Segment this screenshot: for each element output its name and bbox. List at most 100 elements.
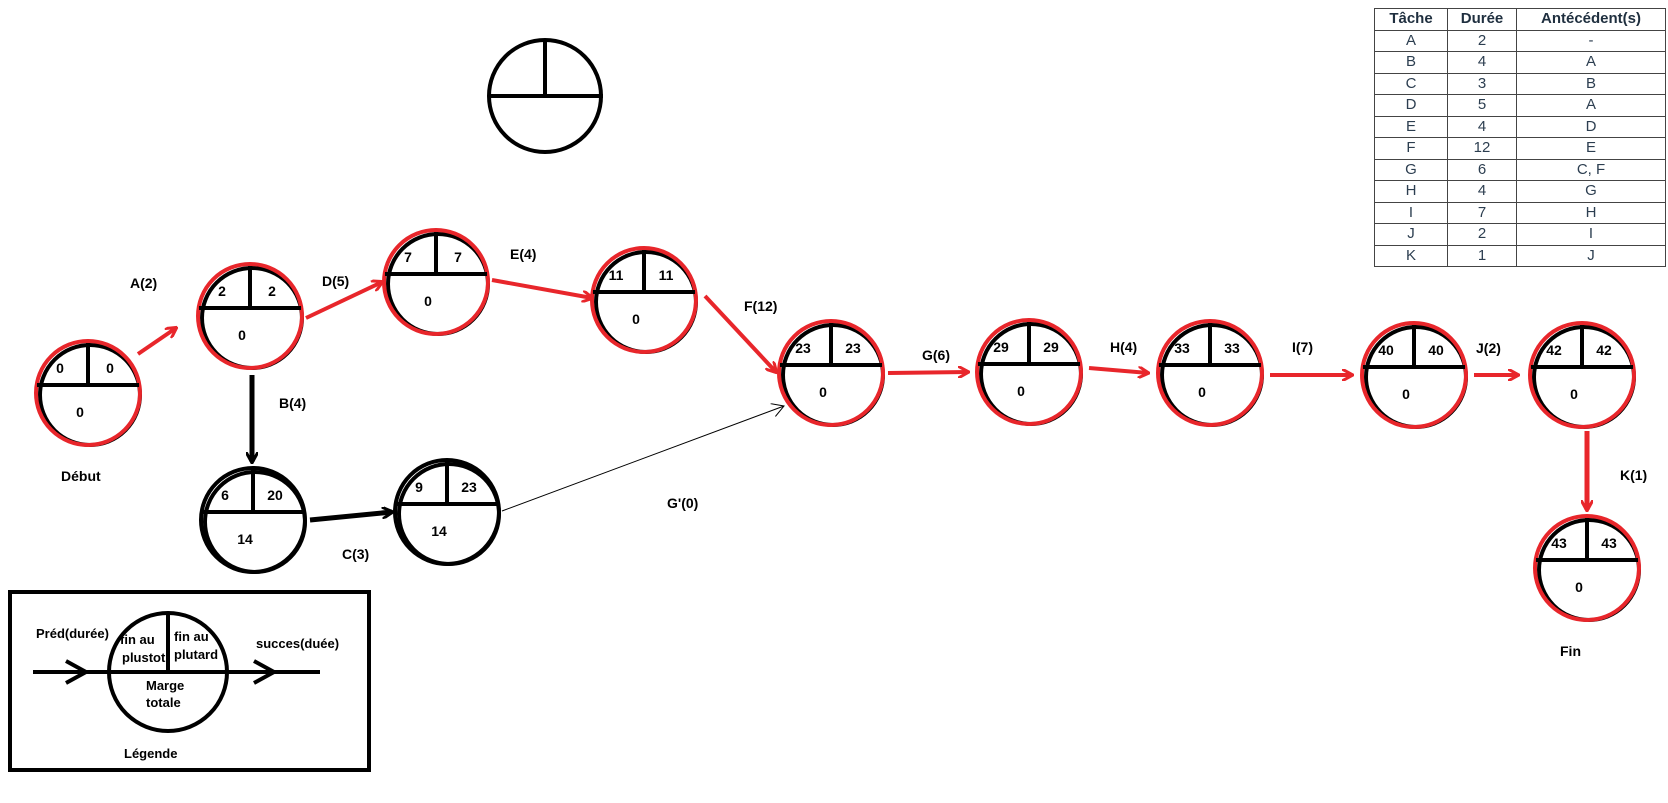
- legend-margin-line2: totale: [146, 695, 181, 710]
- legend-box: Préd(durée) succes(duée) fin au plustot …: [8, 590, 371, 772]
- edge-G: [887, 372, 968, 373]
- node-earliest-value: 43: [1551, 535, 1567, 551]
- predecessor-cell: E: [1516, 137, 1666, 160]
- legend-arrow-out-icon: [253, 659, 279, 685]
- node-margin-value: 0: [1575, 579, 1583, 595]
- predecessor-cell: D: [1516, 115, 1666, 138]
- edge-E: [491, 278, 592, 298]
- task-cell: E: [1374, 115, 1448, 138]
- event-node: 11 11 0: [590, 246, 698, 354]
- node-earliest-value: 11: [609, 267, 624, 283]
- predecessor-cell: A: [1516, 51, 1666, 74]
- event-node: 6 20 14: [199, 466, 307, 574]
- node-latest-value: 20: [267, 487, 283, 503]
- legend-arrow-in-icon: [65, 659, 91, 685]
- predecessor-cell: -: [1516, 29, 1666, 52]
- edge-C: [309, 512, 392, 523]
- predecessor-cell: H: [1516, 201, 1666, 224]
- header-task: Tâche: [1374, 8, 1448, 31]
- header-predecessors: Antécédent(s): [1516, 8, 1666, 31]
- node-latest-value: 11: [659, 267, 674, 283]
- duration-cell: 2: [1447, 223, 1517, 246]
- node-margin-value: 0: [76, 404, 84, 420]
- node-latest-value: 2: [268, 283, 276, 299]
- legend-late-line1: fin au: [174, 629, 209, 644]
- edge-label-F: F(12): [744, 298, 777, 314]
- node-margin-value: 0: [424, 293, 432, 309]
- legend-pred-label: Préd(durée): [36, 626, 109, 641]
- edge-label-B: B(4): [279, 395, 306, 411]
- duration-cell: 4: [1447, 115, 1517, 138]
- node-earliest-value: 0: [56, 360, 64, 376]
- edge-labels: A(2) D(5) E(4) F(12) B(4) C(3) G'(0) G(6…: [130, 246, 1647, 562]
- node-margin-value: 0: [1402, 386, 1410, 402]
- legend-succ-label: succes(duée): [256, 636, 339, 651]
- node-earliest-value: 2: [218, 283, 226, 299]
- task-cell: B: [1374, 51, 1448, 74]
- node-latest-value: 33: [1224, 340, 1240, 356]
- legend-late-line2: plutard: [174, 647, 218, 662]
- task-cell: A: [1374, 29, 1448, 52]
- legend-early-line2: plustot: [122, 650, 166, 665]
- start-caption: Début: [61, 468, 101, 484]
- node-earliest-value: 40: [1378, 342, 1394, 358]
- task-cell: I: [1374, 201, 1448, 224]
- node-margin-value: 0: [1198, 384, 1206, 400]
- task-cell: D: [1374, 94, 1448, 117]
- edge-label-Gprime: G'(0): [667, 495, 698, 511]
- edge-Gprime: [501, 406, 784, 512]
- node-margin-value: 0: [632, 311, 640, 327]
- header-duration: Durée: [1447, 8, 1517, 31]
- duration-cell: 2: [1447, 29, 1517, 52]
- node-earliest-value: 7: [404, 249, 412, 265]
- edge-H: [1088, 366, 1148, 373]
- predecessor-cell: A: [1516, 94, 1666, 117]
- task-cell: J: [1374, 223, 1448, 246]
- empty-node-template: [487, 38, 603, 154]
- predecessor-cell: I: [1516, 223, 1666, 246]
- node-latest-value: 42: [1596, 342, 1612, 358]
- edge-label-G: G(6): [922, 347, 950, 363]
- edge-label-A: A(2): [130, 275, 157, 291]
- node-margin-value: 14: [237, 531, 253, 547]
- node-earliest-value: 29: [993, 339, 1009, 355]
- edge-label-H: H(4): [1110, 339, 1137, 355]
- edge-label-D: D(5): [322, 273, 349, 289]
- edge-label-C: C(3): [342, 546, 369, 562]
- legend-title: Légende: [124, 746, 177, 761]
- edges-layer: [136, 278, 1587, 523]
- task-cell: F: [1374, 137, 1448, 160]
- edge-label-E: E(4): [510, 246, 536, 262]
- task-cell: K: [1374, 244, 1448, 267]
- node-margin-value: 0: [1570, 386, 1578, 402]
- node-earliest-value: 6: [221, 487, 229, 503]
- predecessor-cell: J: [1516, 244, 1666, 267]
- predecessor-cell: B: [1516, 72, 1666, 95]
- node-earliest-value: 42: [1546, 342, 1562, 358]
- table-header-row: Tâche Durée Antécédent(s): [1374, 8, 1666, 31]
- duration-cell: 7: [1447, 201, 1517, 224]
- edge-A: [136, 328, 176, 356]
- node-latest-value: 23: [845, 340, 861, 356]
- duration-cell: 4: [1447, 51, 1517, 74]
- duration-cell: 3: [1447, 72, 1517, 95]
- node-earliest-value: 9: [415, 479, 423, 495]
- node-margin-value: 0: [1017, 383, 1025, 399]
